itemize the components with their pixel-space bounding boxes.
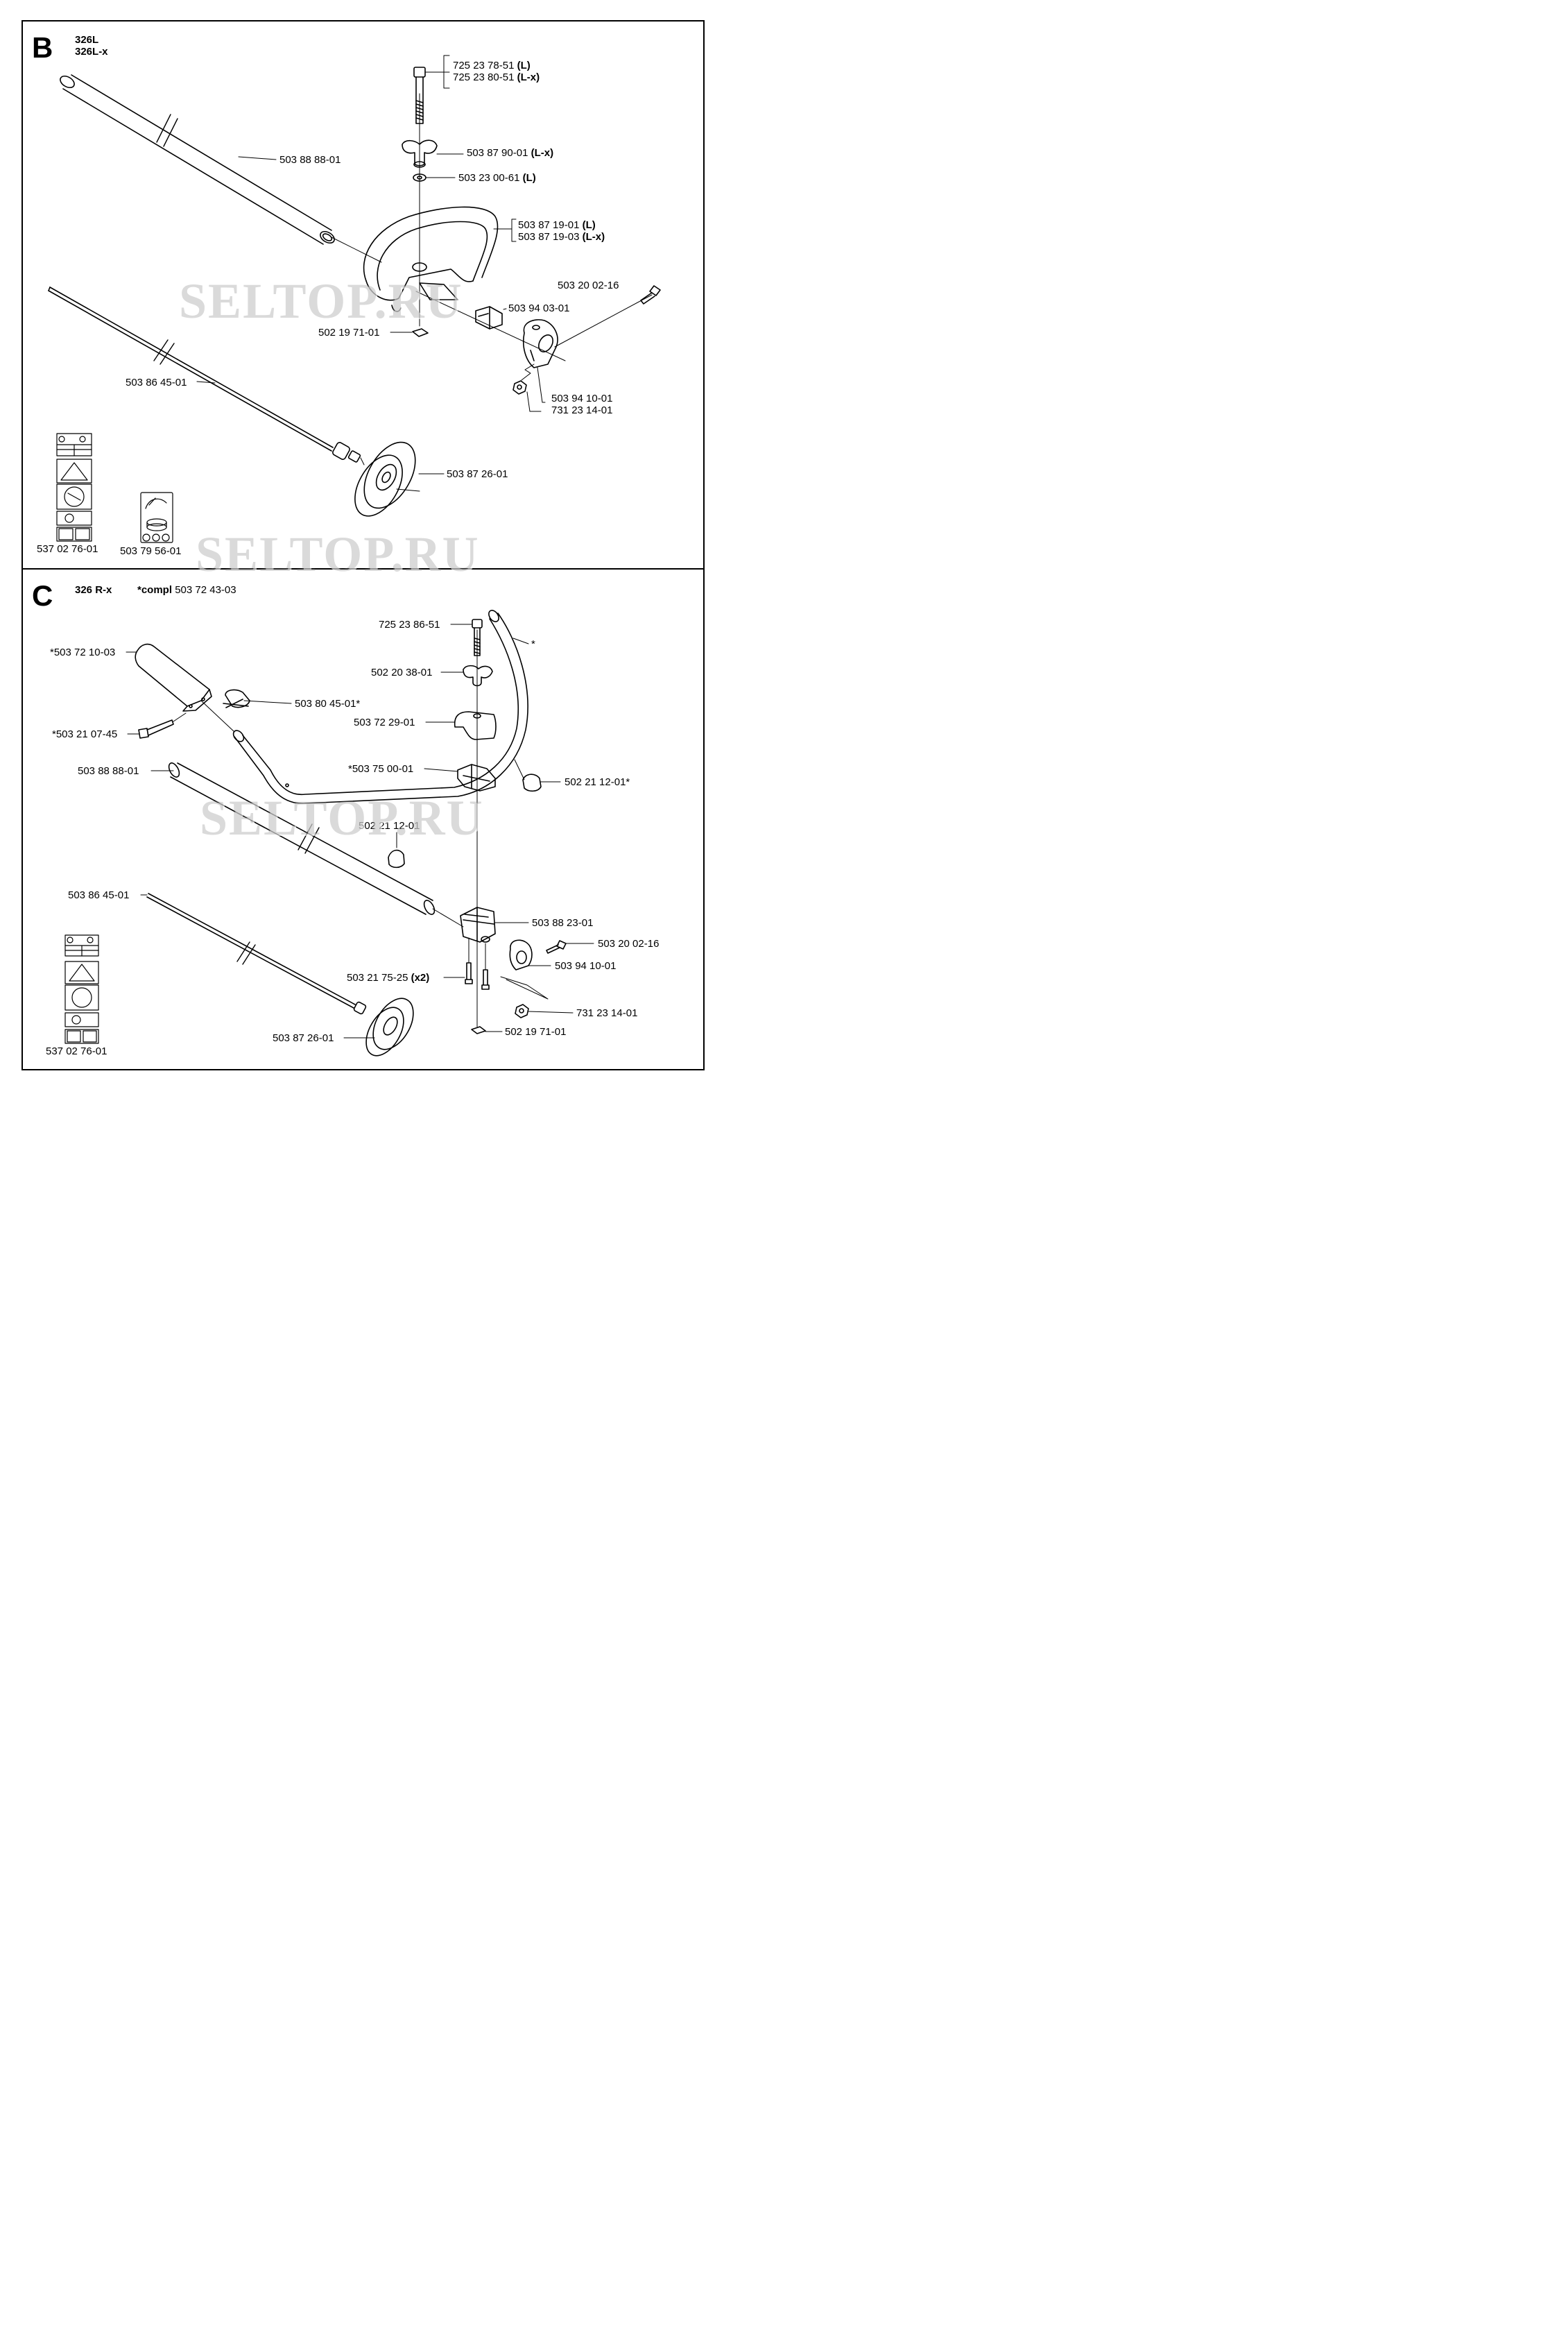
screws-x2-c-drawing (465, 937, 490, 990)
label-c-screws-x2: 503 21 75-25 (x2) (347, 972, 430, 984)
shaft-b-drawing (48, 287, 361, 463)
label-b-washer: 503 23 00-61 (L) (458, 172, 536, 184)
watermark-3: SELTOP.RU (200, 790, 484, 846)
label-b-bolt-lx: 725 23 80-51 (L-x) (453, 71, 540, 83)
section-b-model-1: 326L (75, 34, 99, 46)
decal-b2-drawing (140, 492, 173, 543)
watermark-1: SELTOP.RU (179, 273, 463, 329)
clamp-base-c-drawing (460, 907, 496, 943)
label-c-bolt: 725 23 86-51 (379, 619, 440, 631)
grip-c-drawing (135, 643, 235, 733)
label-b-shaft: 503 86 45-01 (126, 377, 187, 388)
label-c-clip: 503 80 45-01* (295, 698, 361, 710)
clip-c-drawing (223, 689, 250, 708)
label-c-clamp-top: 503 72 29-01 (354, 717, 415, 728)
decal-stack-b-drawing (56, 433, 92, 542)
section-c-letter: C (32, 579, 53, 612)
wing-knob-b-drawing (402, 139, 438, 168)
label-b-nut: 731 23 14-01 (551, 404, 613, 416)
screw-c-drawing (546, 940, 567, 954)
square-nut-b-drawing (412, 328, 429, 337)
label-b-handle-lx: 503 87 19-03 (L-x) (518, 231, 605, 243)
bracket-c-drawing (509, 939, 533, 971)
decal-stack-c-drawing (64, 934, 99, 1044)
handlebar-c-drawing (232, 610, 528, 804)
bolt-c-drawing (472, 619, 483, 656)
section-b-model-2: 326L-x (75, 46, 108, 58)
screw-b-drawing (554, 285, 661, 348)
tube-b-drawing (60, 74, 335, 245)
label-c-clamp-mid: *503 75 00-01 (348, 763, 414, 775)
knob-c-drawing (463, 665, 493, 687)
clamp-mid-c-drawing (457, 764, 496, 792)
screw-grip-c-drawing (138, 712, 187, 739)
label-c-decal: 537 02 76-01 (46, 1045, 107, 1057)
label-b-wing-knob: 503 87 90-01 (L-x) (467, 147, 554, 159)
label-c-screw-grip: *503 21 07-45 (52, 728, 118, 740)
nut-b-drawing (512, 364, 535, 395)
guard-hub-c-drawing (365, 998, 414, 1057)
label-c-shaft: 503 86 45-01 (68, 889, 130, 901)
label-c-square-nut: 502 19 71-01 (505, 1026, 567, 1038)
cable-holder-c-drawing (388, 832, 405, 869)
label-c-clamp-base: 503 88 23-01 (532, 917, 594, 929)
loop-handle-b-drawing (363, 206, 499, 312)
bracket-b-drawing (523, 319, 558, 368)
tube-c-drawing (168, 762, 464, 927)
label-b-clamp: 503 94 03-01 (508, 302, 570, 314)
label-b-decal-b: 503 79 56-01 (120, 545, 182, 557)
label-c-handlebar: * (531, 638, 535, 650)
label-b-decal-a: 537 02 76-01 (37, 543, 98, 555)
nut-c-drawing (515, 1004, 529, 1018)
label-c-cable-holder: 502 21 12-01 (359, 820, 420, 832)
section-c-model: 326 R-x (75, 584, 112, 596)
parts-diagram (48, 55, 661, 1057)
page-frame (21, 20, 705, 1070)
label-c-grip: *503 72 10-03 (50, 647, 116, 658)
label-c-guard-hub: 503 87 26-01 (273, 1032, 334, 1044)
shaft-c-drawing (146, 893, 367, 1015)
label-b-square-nut: 502 19 71-01 (318, 327, 380, 339)
watermark-2: SELTOP.RU (196, 527, 480, 582)
clamp-top-c-drawing (454, 711, 497, 740)
label-c-cable-holder-r: 502 21 12-01* (565, 776, 630, 788)
section-c-compl: *compl 503 72 43-03 (137, 584, 236, 596)
label-c-screw: 503 20 02-16 (598, 938, 660, 950)
label-b-guard-hub: 503 87 26-01 (447, 468, 508, 480)
section-b-letter: B (32, 31, 53, 64)
clamp-b-drawing (475, 306, 503, 330)
square-nut-c-drawing (471, 1026, 486, 1034)
label-c-nut: 731 23 14-01 (576, 1007, 638, 1019)
label-b-screw: 503 20 02-16 (558, 280, 619, 291)
label-b-bolt-l: 725 23 78-51 (L) (453, 60, 531, 71)
label-c-knob: 502 20 38-01 (371, 667, 433, 678)
guard-hub-b-drawing (354, 441, 420, 517)
label-c-bracket: 503 94 10-01 (555, 960, 617, 972)
label-c-tube: 503 88 88-01 (78, 765, 139, 777)
label-b-tube: 503 88 88-01 (279, 154, 341, 166)
label-b-bracket: 503 94 10-01 (551, 393, 613, 404)
section-divider (21, 568, 705, 570)
cable-holder-r-c-drawing (514, 759, 542, 792)
label-b-handle-l: 503 87 19-01 (L) (518, 219, 596, 231)
